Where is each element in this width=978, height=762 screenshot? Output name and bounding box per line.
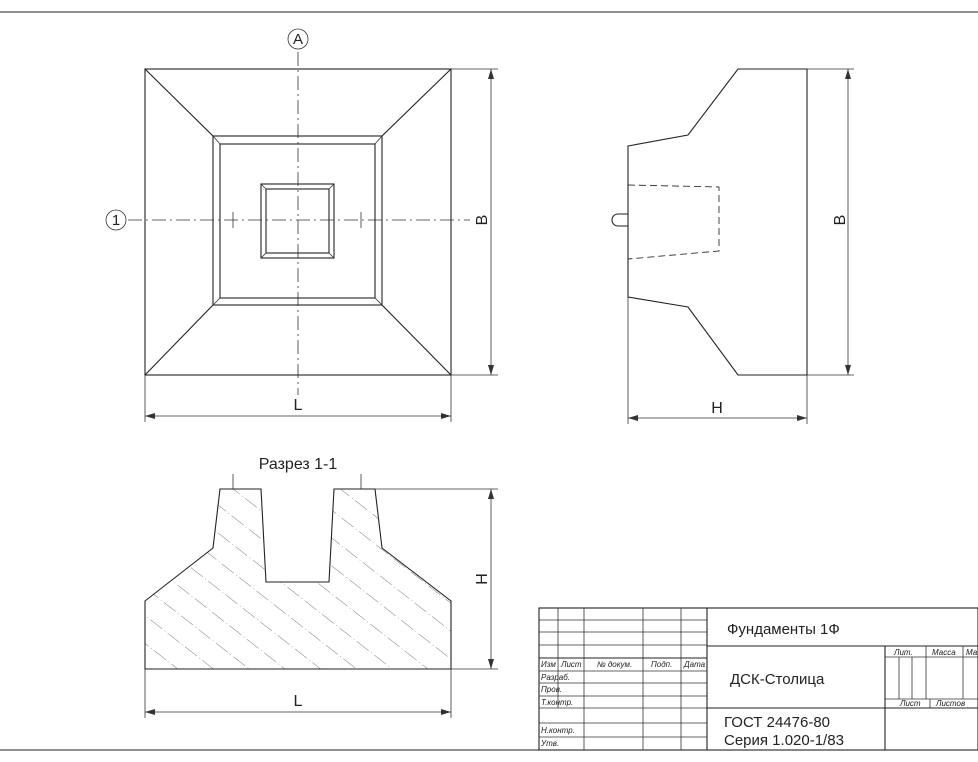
side-dim-H-label: H xyxy=(711,400,723,417)
tb-row-nkontr: Н.контр. xyxy=(541,726,575,735)
title-block xyxy=(538,607,978,751)
axis-marker-A: A xyxy=(287,28,309,50)
plan-dim-B-label: B xyxy=(474,215,491,226)
tb-list-label: Лист xyxy=(899,699,921,708)
tb-col-date: Дата xyxy=(683,660,706,669)
tb-row-tkontr: Т.контр. xyxy=(541,698,573,707)
tb-standard-line1: ГОСТ 24476-80 xyxy=(724,714,830,731)
plan-dimension-B: B xyxy=(451,68,498,376)
side-dimension-B: B xyxy=(807,68,854,376)
side-dimension-H: H xyxy=(627,297,808,424)
plan-dim-L-label: L xyxy=(294,397,303,414)
section-dim-L-label: L xyxy=(294,693,303,710)
tb-masshtab: Ма xyxy=(966,648,978,657)
tb-col-izm: Изм xyxy=(541,660,556,669)
section-dimension-H: H xyxy=(375,488,498,670)
tb-product-name: Фундаменты 1Ф xyxy=(727,621,840,638)
tb-row-razrab: Разраб. xyxy=(541,673,570,682)
tb-col-list: Лист xyxy=(560,660,582,669)
axis-marker-A-label: A xyxy=(293,31,303,48)
axis-marker-1-label: 1 xyxy=(112,212,120,229)
section-dim-H-label: H xyxy=(474,573,491,585)
plan-dimension-L: L xyxy=(144,375,452,422)
section-view xyxy=(144,474,452,670)
tb-listov-label: Листов xyxy=(935,699,965,708)
tb-lit: Лит. xyxy=(893,648,913,657)
plan-view xyxy=(128,52,470,395)
side-view xyxy=(611,68,808,376)
tb-row-utv: Утв. xyxy=(540,739,559,748)
tb-col-sign: Подп. xyxy=(651,660,672,669)
tb-massa: Масса xyxy=(932,648,956,657)
tb-row-prov: Пров. xyxy=(541,685,562,694)
tb-organization: ДСК-Столица xyxy=(730,671,825,688)
section-dimension-L: L xyxy=(144,669,452,718)
axis-marker-1: 1 xyxy=(105,209,127,231)
tb-col-doc: № докум. xyxy=(597,660,632,669)
tb-standard-line2: Серия 1.020-1/83 xyxy=(724,732,844,749)
side-dim-B-label: B xyxy=(832,215,849,226)
section-title: Разрез 1-1 xyxy=(259,456,338,473)
